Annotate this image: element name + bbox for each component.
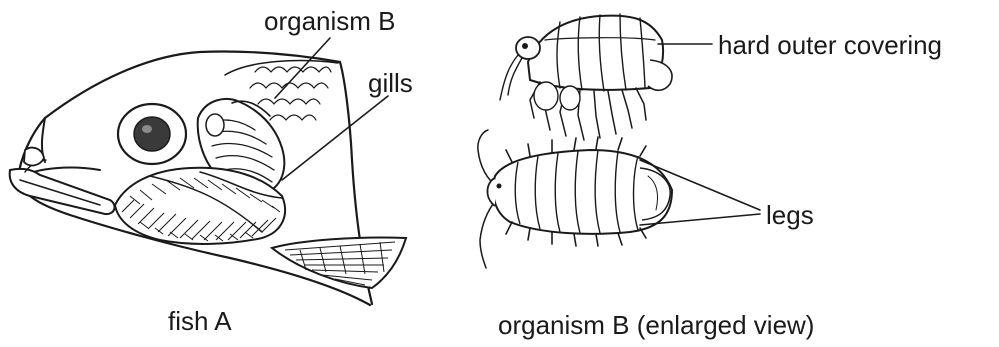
gills-leader-line [282, 96, 388, 180]
label-organism-b: organism B [264, 8, 396, 34]
caption-organism-b-enlarged: organism B (enlarged view) [498, 312, 814, 338]
fish-gill-mass [115, 168, 285, 244]
label-gills: gills [368, 70, 413, 96]
organism-b-top-view [478, 130, 672, 268]
fish-head-drawing [10, 52, 406, 305]
fish-pectoral-fin [272, 237, 406, 288]
caption-fish-a: fish A [168, 308, 232, 334]
label-hard-outer-covering: hard outer covering [718, 32, 942, 58]
fish-eye [118, 104, 186, 164]
label-legs: legs [766, 202, 814, 228]
organism-b-side-view [500, 14, 672, 140]
